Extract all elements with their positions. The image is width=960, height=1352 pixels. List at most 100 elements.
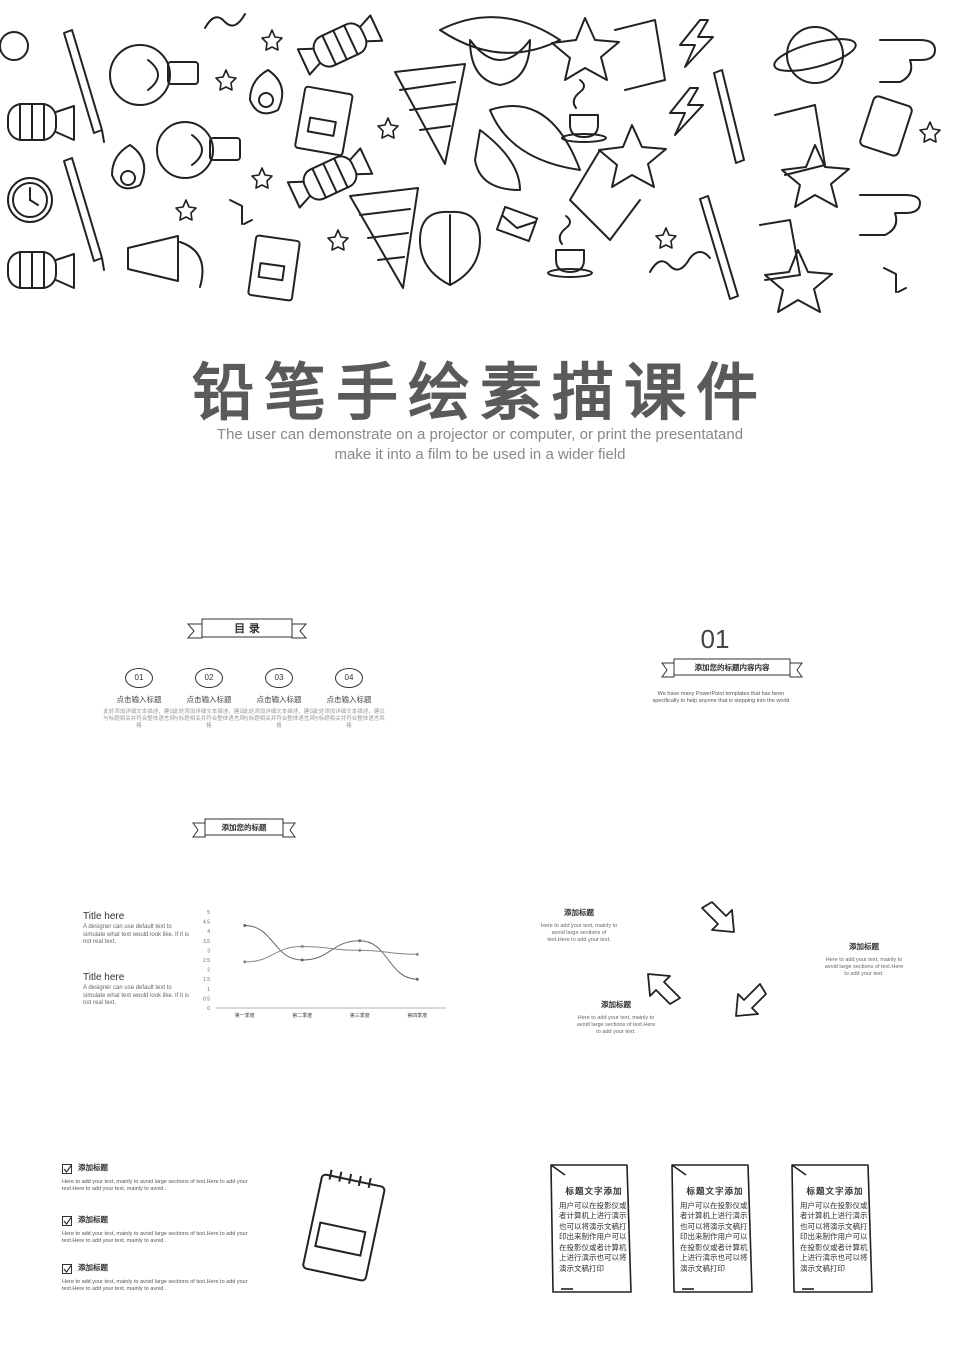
arrows-group: [647, 901, 767, 1017]
toc-number: 02: [195, 668, 223, 688]
arrow-block-text: Here to add your text, mainly to avoid l…: [540, 923, 618, 943]
chart-text-block: Title here A designer can use default te…: [83, 911, 195, 947]
y-tick-label: 3.5: [203, 939, 210, 945]
y-tick-label: 0.5: [203, 996, 210, 1002]
lightbulb-icon: [156, 121, 241, 179]
lightbulb-icon: [109, 44, 199, 106]
toc-item[interactable]: 04 点击输入标题 此处添加详细文本描述，建议与标题相关并符合整体语言风格: [313, 668, 385, 730]
y-axis: 00.511.522.533.544.55: [203, 910, 210, 1012]
arrow-up-left-icon: [647, 973, 681, 1005]
megaphone-icon: [127, 235, 204, 288]
arrow-text-block: 添加标题 Here to add your text, mainly to av…: [540, 907, 618, 944]
music-note-icon: [229, 199, 253, 225]
candy-icon: [7, 251, 75, 289]
data-point: [300, 958, 304, 962]
x-tick-label: 第一季度: [235, 1012, 255, 1019]
series-line: [244, 946, 418, 963]
data-point: [300, 945, 304, 949]
toc-title: 点击输入标题: [326, 695, 372, 704]
data-point: [358, 939, 362, 943]
arrow-block-title: 添加标题: [849, 942, 879, 951]
card-content: 标题文字添加 用户可以在投影仪或者计算机上进行演示也可以将演示文稿打印出来制作用…: [800, 1187, 870, 1274]
arrow-down-right-icon: [701, 901, 735, 933]
y-tick-label: 5: [207, 910, 210, 916]
candy-icon: [296, 14, 384, 76]
candy-icon: [286, 147, 374, 209]
check-title: 添加标题: [78, 1215, 108, 1224]
notebook-icon: [247, 234, 301, 302]
coffee-cup-icon: [547, 215, 593, 278]
chart-block-text: A designer can use default text to simul…: [83, 924, 190, 945]
pen-icon: [699, 195, 739, 300]
line-chart: 00.511.522.533.544.55 第一季度第二季度第三季度第四季度: [203, 910, 446, 1019]
avocado-icon: [249, 69, 284, 115]
data-point: [243, 923, 247, 927]
check-title: 添加标题: [78, 1263, 108, 1272]
arrow-down-left-icon: [735, 983, 767, 1017]
planet-icon: [773, 26, 857, 84]
arrow-block-title: 添加标题: [601, 1000, 631, 1009]
data-point: [415, 952, 419, 956]
shooting-star-icon: [569, 124, 667, 241]
checkbox-icon: [62, 1216, 72, 1226]
series-lines: [243, 923, 419, 981]
toc-item[interactable]: 02 点击输入标题 此处添加详细文本描述，建议与标题相关并符合整体语言风格: [173, 668, 245, 730]
check-text: Here to add your text, mainly to avoid l…: [62, 1179, 248, 1192]
section-number: 01: [700, 624, 730, 654]
toc-item[interactable]: 01 点击输入标题 此处添加详细文本描述，建议与标题相关并符合整体语言风格: [103, 668, 175, 730]
toc-desc: 此处添加详细文本描述，建议与标题相关并符合整体语言风格: [243, 709, 315, 729]
chart-block-text: A designer can use default text to simul…: [83, 985, 190, 1006]
y-tick-label: 1: [207, 987, 210, 993]
card-text: 用户可以在投影仪或者计算机上进行演示也可以将演示文稿打印出来制作用户可以在投影仪…: [800, 1200, 868, 1273]
envelope-icon: [495, 205, 539, 243]
check-text: Here to add your text, mainly to avoid l…: [62, 1231, 248, 1244]
check-item: 添加标题 Here to add your text, mainly to av…: [62, 1214, 262, 1245]
data-point: [243, 960, 247, 964]
subtitle-line-1: The user can demonstrate on a projector …: [216, 426, 744, 443]
y-tick-label: 0: [207, 1006, 210, 1012]
toc-ribbon-label: 目 录: [234, 622, 260, 635]
checkbox-icon: [62, 1264, 72, 1274]
toc-desc: 此处添加详细文本描述，建议与标题相关并符合整体语言风格: [173, 709, 245, 729]
paper-card-outline: [671, 1164, 753, 1293]
x-tick-label: 第四季度: [407, 1012, 427, 1019]
candy-icon: [7, 103, 75, 141]
arrow-block-text: Here to add your text, mainly to avoid l…: [824, 957, 904, 977]
data-point: [415, 977, 419, 981]
section-ribbon: [661, 658, 803, 678]
chart-block-title: Title here: [83, 911, 125, 922]
toc-title: 点击输入标题: [186, 695, 232, 704]
check-item: 添加标题 Here to add your text, mainly to av…: [62, 1262, 262, 1293]
toc-desc: 此处添加详细文本描述，建议与标题相关并符合整体语言风格: [103, 709, 175, 729]
mushroom-icon: [439, 16, 561, 86]
shooting-star-icon: [759, 219, 833, 313]
y-tick-label: 2.5: [203, 958, 210, 964]
data-point: [358, 948, 362, 952]
shooting-star-icon: [551, 17, 666, 91]
paper-card: 标题文字添加 用户可以在投影仪或者计算机上进行演示也可以将演示文稿打印出来制作用…: [788, 1161, 876, 1296]
toc-item[interactable]: 03 点击输入标题 此处添加详细文本描述，建议与标题相关并符合整体语言风格: [243, 668, 315, 730]
section-ribbon-label: 添加您的标题内容内容: [694, 663, 770, 672]
card-title: 标题文字添加: [686, 1187, 744, 1197]
pen-icon: [63, 29, 105, 143]
arrow-block-text: Here to add your text, mainly to avoid l…: [576, 1015, 656, 1035]
check-title: 添加标题: [78, 1163, 108, 1172]
card-title: 标题文字添加: [806, 1187, 864, 1197]
page-title: 铅笔手绘素描课件: [191, 356, 768, 429]
music-note-icon: [883, 267, 907, 293]
chart-ribbon: [192, 818, 296, 838]
squiggle-icon: [204, 13, 246, 29]
squiggle-icon: [649, 251, 711, 273]
toc-ribbon: [186, 618, 308, 639]
x-tick-label: 第三季度: [350, 1012, 370, 1019]
mushroom-icon: [474, 105, 581, 191]
section-desc: We have many PowerPoint templates that h…: [652, 691, 790, 704]
avocado-icon: [111, 144, 146, 190]
star-icon: [175, 29, 941, 251]
chart-block-title: Title here: [83, 972, 125, 983]
paper-card-outline: [791, 1164, 873, 1293]
x-axis-labels: 第一季度第二季度第三季度第四季度: [235, 1012, 428, 1019]
series-line: [244, 924, 418, 980]
toc-number: 03: [265, 668, 293, 688]
clock-icon: [7, 177, 53, 223]
